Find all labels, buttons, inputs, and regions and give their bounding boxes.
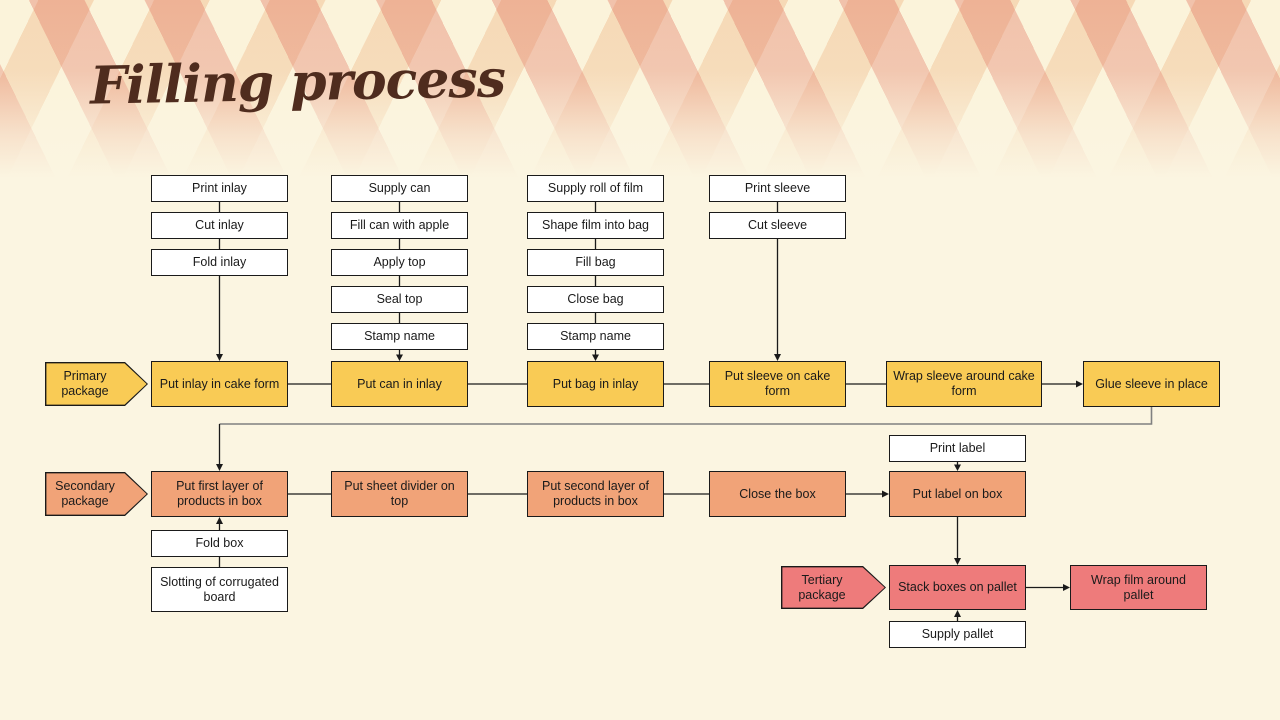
step-print-sleeve: Print sleeve: [709, 175, 846, 202]
step-supply-pallet: Supply pallet: [889, 621, 1026, 648]
step-put-second-layer-of-products-in-box: Put second layer of products in box: [527, 471, 664, 517]
step-glue-sleeve-in-place: Glue sleeve in place: [1083, 361, 1220, 407]
step-supply-can: Supply can: [331, 175, 468, 202]
step-fill-can-with-apple: Fill can with apple: [331, 212, 468, 239]
step-print-inlay: Print inlay: [151, 175, 288, 202]
page-title: Filling process: [89, 48, 506, 117]
step-put-bag-in-inlay: Put bag in inlay: [527, 361, 664, 407]
step-put-inlay-in-cake-form: Put inlay in cake form: [151, 361, 288, 407]
step-shape-film-into-bag: Shape film into bag: [527, 212, 664, 239]
step-supply-roll-of-film: Supply roll of film: [527, 175, 664, 202]
step-close-the-box: Close the box: [709, 471, 846, 517]
step-seal-top: Seal top: [331, 286, 468, 313]
step-put-sheet-divider-on-top: Put sheet divider on top: [331, 471, 468, 517]
step-wrap-sleeve-around-cake-form: Wrap sleeve around cake form: [886, 361, 1042, 407]
tertiary-package-tag-label: Tertiary package: [798, 572, 846, 602]
secondary-package-tag: Secondary package: [45, 472, 148, 516]
step-fold-box: Fold box: [151, 530, 288, 557]
step-stack-boxes-on-pallet: Stack boxes on pallet: [889, 565, 1026, 610]
step-stamp-name-can: Stamp name: [331, 323, 468, 350]
step-put-first-layer-of-products-in-box: Put first layer of products in box: [151, 471, 288, 517]
step-put-can-in-inlay: Put can in inlay: [331, 361, 468, 407]
step-wrap-film-around-pallet: Wrap film around pallet: [1070, 565, 1207, 610]
secondary-package-tag-label: Secondary package: [55, 479, 115, 508]
step-cut-sleeve: Cut sleeve: [709, 212, 846, 239]
argyle-background-pattern: [0, 0, 1280, 178]
step-put-label-on-box: Put label on box: [889, 471, 1026, 517]
step-fill-bag: Fill bag: [527, 249, 664, 276]
primary-package-tag-label: Primary package: [61, 369, 109, 398]
step-close-bag: Close bag: [527, 286, 664, 313]
step-apply-top: Apply top: [331, 249, 468, 276]
step-print-label: Print label: [889, 435, 1026, 462]
step-slotting-of-corrugated-board: Slotting of corrugated board: [151, 567, 288, 612]
tertiary-package-tag: Tertiary package: [781, 566, 886, 609]
step-fold-inlay: Fold inlay: [151, 249, 288, 276]
step-stamp-name-bag: Stamp name: [527, 323, 664, 350]
primary-package-tag: Primary package: [45, 362, 148, 406]
step-cut-inlay: Cut inlay: [151, 212, 288, 239]
step-put-sleeve-on-cake-form: Put sleeve on cake form: [709, 361, 846, 407]
